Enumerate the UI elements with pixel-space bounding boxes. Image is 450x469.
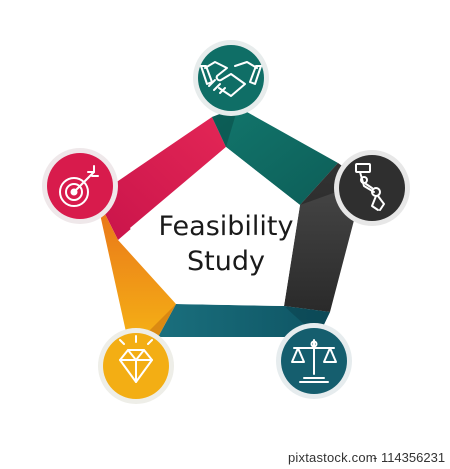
center-title-line1: Feasibility	[159, 211, 294, 242]
node-technical	[334, 150, 410, 226]
node-value	[98, 328, 174, 404]
scales-of-justice-icon	[291, 339, 337, 383]
watermark-text: iStock	[168, 216, 258, 249]
handshake-icon	[200, 61, 262, 97]
footer-brand: pixtastock.com	[288, 450, 377, 465]
center-title-line2: Study	[187, 246, 265, 277]
node-agreement	[193, 40, 269, 116]
segment-legal-band	[158, 304, 330, 337]
segment-agreement-band	[212, 107, 338, 205]
segment-target-band	[96, 117, 226, 240]
fold-shadow-top	[212, 107, 238, 147]
footer-bar: pixtastock.com - 114356231	[0, 446, 450, 469]
target-arrow-icon	[59, 165, 99, 207]
node-target	[42, 148, 118, 224]
robotic-arm-icon	[355, 163, 385, 211]
segment-value-band	[96, 196, 176, 350]
node-legal	[276, 323, 352, 399]
diamond-icon	[119, 335, 153, 383]
footer-image-id: - 114356231	[373, 450, 446, 465]
inner-pentagon	[130, 147, 300, 306]
feasibility-pentagon-diagram: iStock Feasibility Study	[42, 40, 410, 404]
